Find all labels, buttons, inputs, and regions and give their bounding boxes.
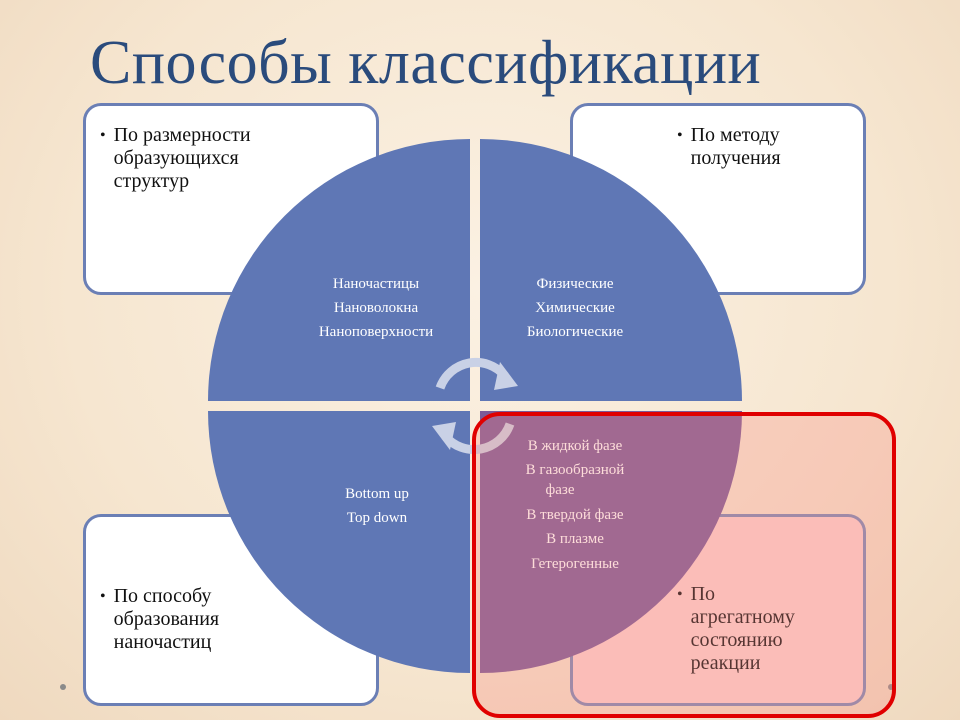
quadrant-item: В твердой фазе: [526, 507, 623, 523]
box-line: По: [690, 583, 716, 605]
box-line: образования: [113, 608, 220, 630]
bullet-icon: •: [677, 127, 683, 144]
box-line: агрегатному: [690, 606, 795, 628]
quadrant-item: Bottom up: [345, 486, 409, 502]
quadrant-item: В газообразной: [526, 462, 625, 478]
quadrant-item: Гетерогенные: [531, 556, 619, 572]
highlight-frame: [472, 412, 896, 718]
box-line: наночастиц: [113, 631, 212, 653]
quadrant-item: Нановолокна: [334, 300, 419, 316]
pie-quadrant-top-right: [480, 139, 742, 401]
quadrant-items-top-right: Физические Химические Биологические: [527, 276, 624, 340]
quadrant-item: фазе: [546, 482, 575, 498]
decorative-dot: [888, 684, 894, 690]
box-line: По размерности: [113, 124, 251, 146]
pie-quadrant-bottom-left: [208, 411, 470, 673]
quadrant-item: Биологические: [527, 324, 624, 340]
box-line: По методу: [690, 124, 780, 146]
circular-arrows-icon: [432, 357, 518, 455]
bullet-icon: •: [100, 127, 106, 144]
quadrant-item: В жидкой фазе: [528, 438, 623, 454]
bullet-icon: •: [100, 588, 106, 605]
quadrant-item: Физические: [536, 276, 613, 292]
quadrant-items-bottom-right: В жидкой фазе В газообразной фазе В твер…: [526, 438, 625, 572]
pie-quadrant-top-left: [208, 139, 470, 401]
decorative-dot: [60, 684, 66, 690]
box-line: образующихся: [113, 147, 239, 169]
box-line: состоянию: [690, 629, 783, 651]
box-line: получения: [690, 147, 781, 169]
quadrant-item: Наноповерхности: [319, 324, 433, 340]
box-line: структур: [113, 170, 190, 192]
quadrant-items-bottom-left: Bottom up Top down: [345, 486, 409, 526]
slide-title: Способы классификации: [90, 29, 762, 97]
pie-quadrant-bottom-right: [480, 411, 742, 673]
quadrant-item: Top down: [347, 510, 408, 526]
quadrant-item: В плазме: [546, 531, 604, 547]
quadrant-item: Химические: [535, 300, 615, 316]
box-line: реакции: [690, 652, 761, 674]
bullet-icon: •: [677, 586, 683, 603]
quadrant-item: Наночастицы: [333, 276, 419, 292]
box-line: По способу: [113, 585, 212, 607]
quadrant-items-top-left: Наночастицы Нановолокна Наноповерхности: [319, 276, 433, 340]
